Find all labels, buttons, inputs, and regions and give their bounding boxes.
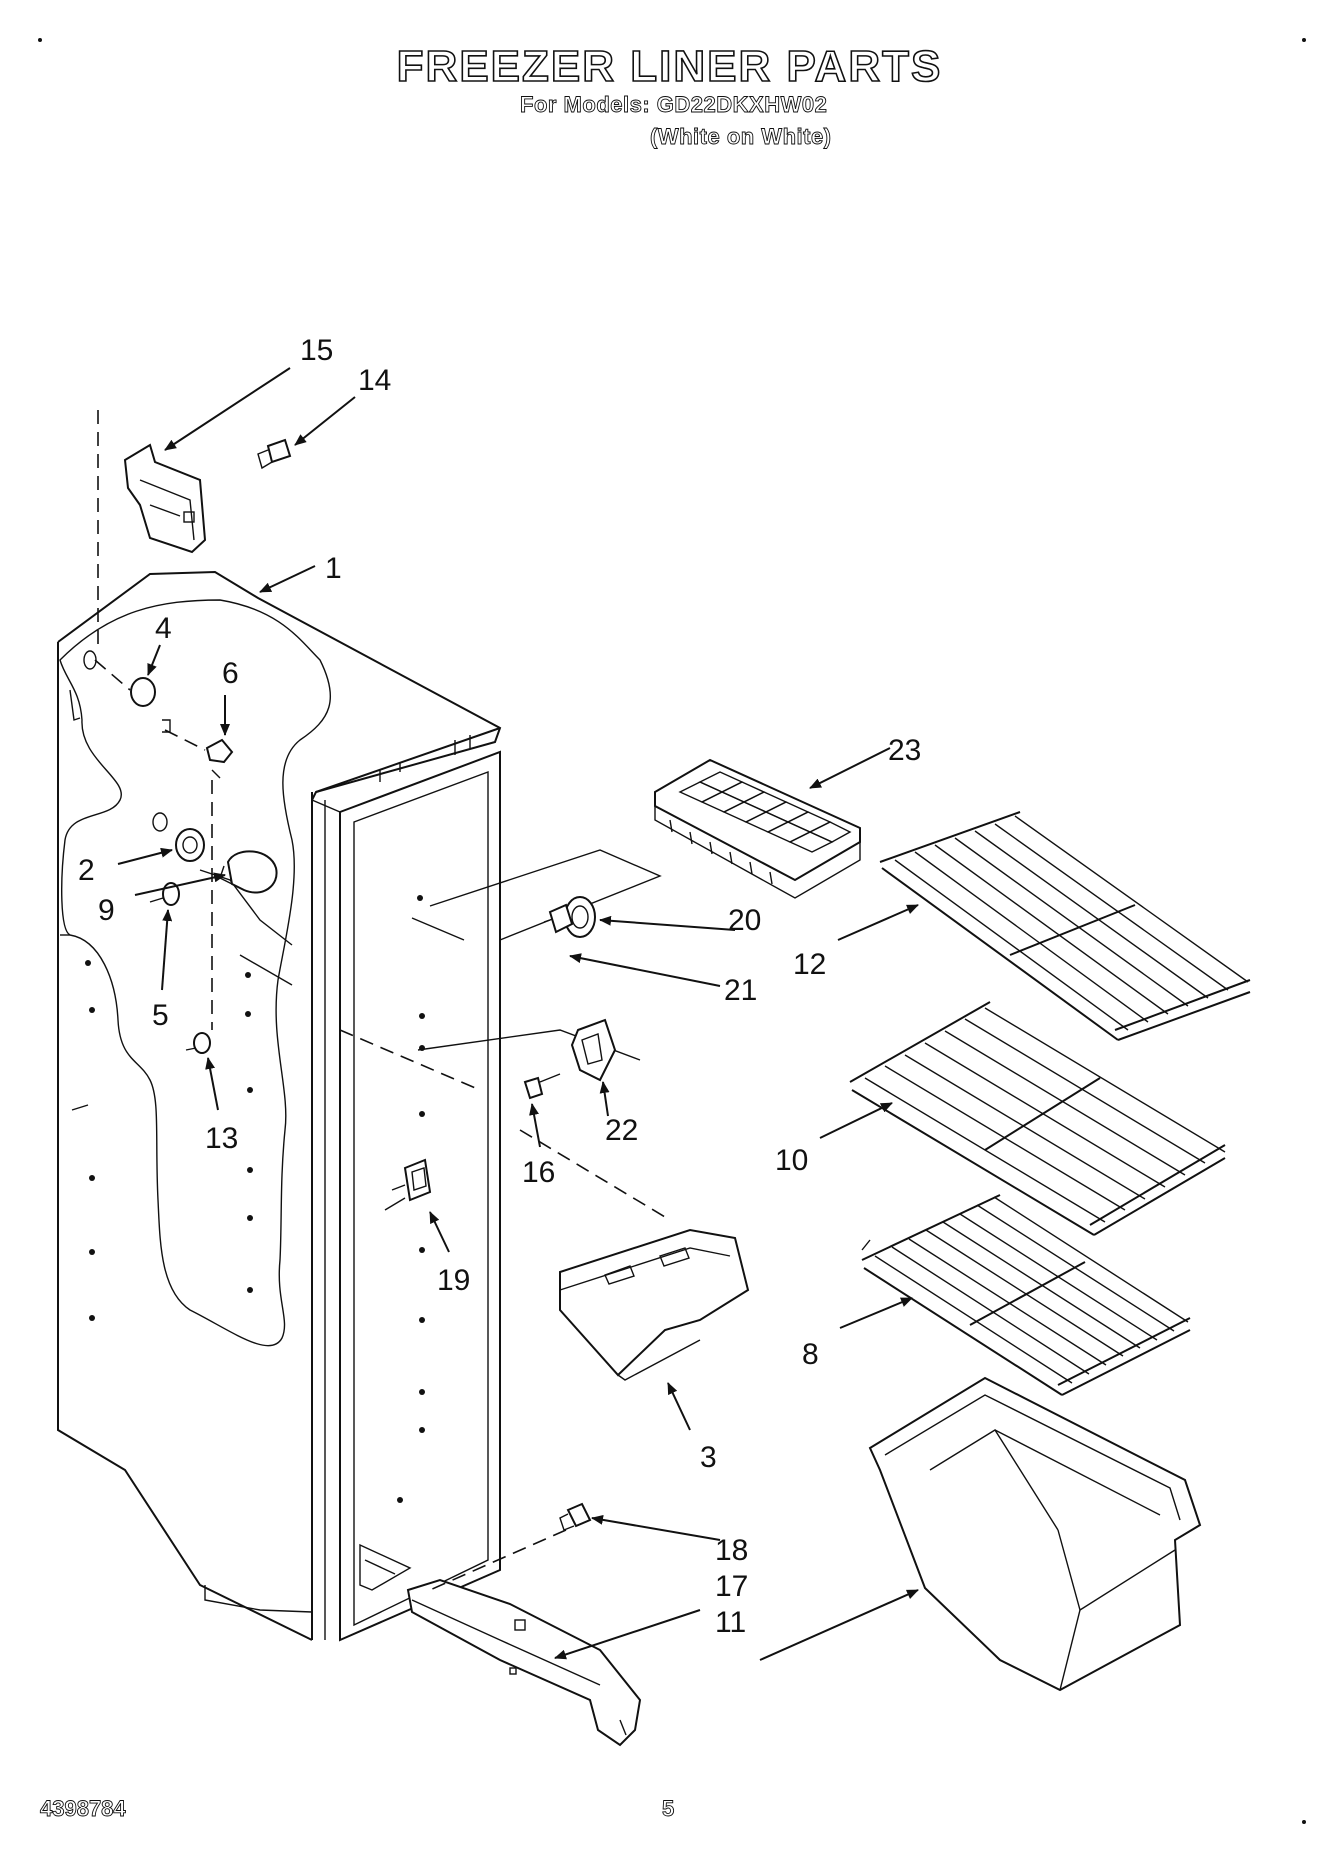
callout-labels: 15 14 1 4 6 2 9 5 13 19 3 18 17 11 23 20… (78, 334, 921, 1639)
callout-21: 21 (724, 974, 757, 1007)
wire-shelf-8 (861, 1194, 1191, 1396)
callout-4: 4 (155, 612, 172, 645)
document-number: 4398784 (40, 1796, 127, 1822)
drawer-guide (559, 1228, 750, 1381)
callout-8: 8 (802, 1338, 819, 1371)
models-line: For Models: GD22DKXHW02 (520, 92, 828, 118)
plug (130, 677, 156, 707)
page-title: FREEZER LINER PARTS (396, 41, 943, 92)
callout-23: 23 (888, 734, 921, 767)
damper-screw (543, 903, 574, 934)
top-bracket (123, 443, 207, 554)
light-socket (175, 828, 205, 862)
corner-mark-top-left (38, 38, 42, 42)
screw-13 (185, 1032, 211, 1054)
callout-20: 20 (728, 904, 761, 937)
storage-bin (868, 1376, 1202, 1692)
callout-18: 18 (715, 1534, 748, 1567)
lower-bracket (406, 1578, 642, 1747)
callout-22: 22 (605, 1114, 638, 1147)
callout-5: 5 (152, 999, 169, 1032)
callout-15: 15 (300, 334, 333, 367)
freezer-liner (57, 570, 502, 1642)
ice-cube-tray (654, 758, 861, 899)
corner-mark-bottom-right (1302, 1820, 1306, 1824)
callout-11: 11 (715, 1606, 746, 1639)
bracket-screw (257, 438, 292, 470)
wire-shelf-12 (879, 811, 1251, 1041)
callout-14: 14 (358, 364, 391, 397)
callout-10: 10 (775, 1144, 808, 1177)
lower-screw (559, 1502, 592, 1531)
light-bulb (219, 850, 278, 894)
callout-13: 13 (205, 1122, 238, 1155)
callout-17: 17 (715, 1570, 748, 1603)
callout-2: 2 (78, 854, 95, 887)
shelf-support (570, 1018, 617, 1082)
callout-16: 16 (522, 1156, 555, 1189)
callout-6: 6 (222, 657, 239, 690)
page-number: 5 (662, 1796, 675, 1822)
callout-9: 9 (98, 894, 115, 927)
wire-clip (205, 738, 234, 779)
wire-shelf-10 (849, 1001, 1226, 1236)
callout-19: 19 (437, 1264, 470, 1297)
callout-1: 1 (325, 552, 342, 585)
color-line: (White on White) (650, 124, 832, 150)
support-screw (523, 1073, 561, 1100)
door-switch (391, 1158, 432, 1202)
callout-arrows (117, 367, 919, 1661)
corner-mark-top-right (1302, 38, 1306, 42)
callout-12: 12 (793, 948, 826, 981)
callout-3: 3 (700, 1441, 717, 1474)
